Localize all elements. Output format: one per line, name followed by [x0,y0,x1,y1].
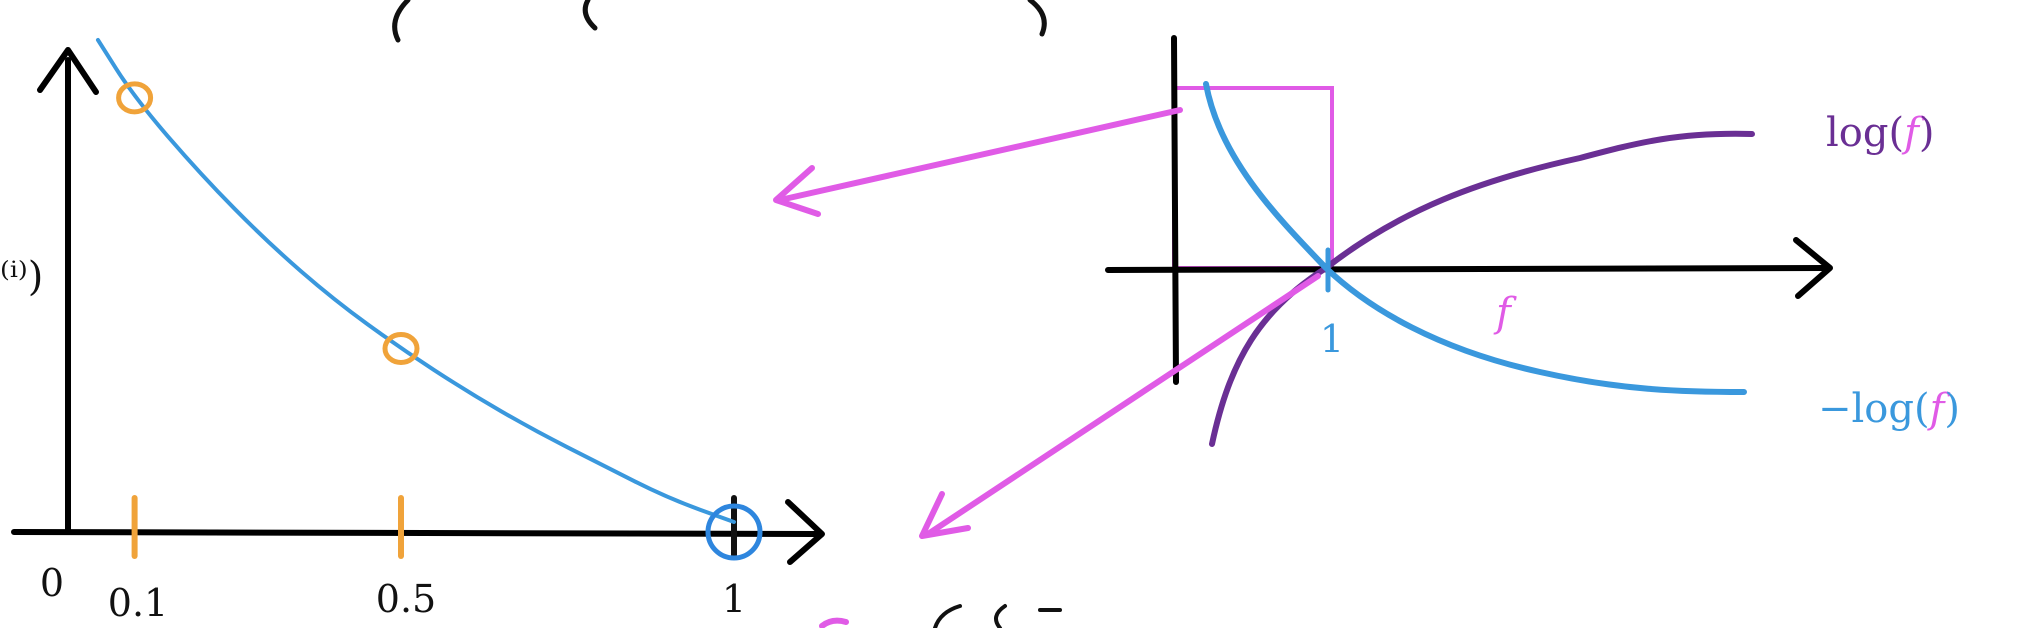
x-tick-label-0: 0 [40,561,64,605]
x-axis-label-f: f [1493,290,1517,336]
cropped-formula-bottom-magenta [819,617,849,628]
right-x-tick-label-1: 1 [1320,317,1344,361]
highlight-box [1172,86,1334,270]
left-chart: 0 0.1 0.5 1 ⁽ⁱ⁾) [0,38,825,625]
left-tick-marks [131,495,737,559]
arrow-lower [925,273,1321,537]
cropped-formula-top [392,0,1047,43]
x-tick-label-0.1: 0.1 [108,581,168,625]
left-x-axis-arrowhead [785,499,825,565]
legend-neg-log-f: −log(f) [1818,386,1960,432]
curve-markers [116,81,763,561]
log-f-curve [1209,130,1755,447]
x-tick-label-0.5: 0.5 [376,577,436,621]
right-x-axis-arrowhead [1793,237,1833,299]
right-y-axis [1171,35,1179,385]
left-x-axis [11,529,818,537]
legend-log-f: log(f) [1826,110,1935,156]
loss-curve [95,38,736,524]
neg-log-f-curve [1203,81,1747,395]
curve-marker-0.5 [382,331,420,365]
arrow-upper-head [773,165,821,217]
x-tick-label-1: 1 [722,577,746,621]
right-x-axis [1105,265,1829,273]
cropped-y-label: ⁽ⁱ⁾) [0,254,43,300]
curve-marker-0.1 [116,81,154,115]
left-y-axis-arrowhead [37,47,99,95]
arrow-upper [777,107,1183,203]
right-chart: 1 f log(f) −log(f) [1105,35,1960,447]
arrow-lower-head [919,491,971,539]
cropped-formula-bottom [933,604,1062,628]
pointer-arrows [773,107,1321,539]
curve-marker-1 [705,503,763,561]
